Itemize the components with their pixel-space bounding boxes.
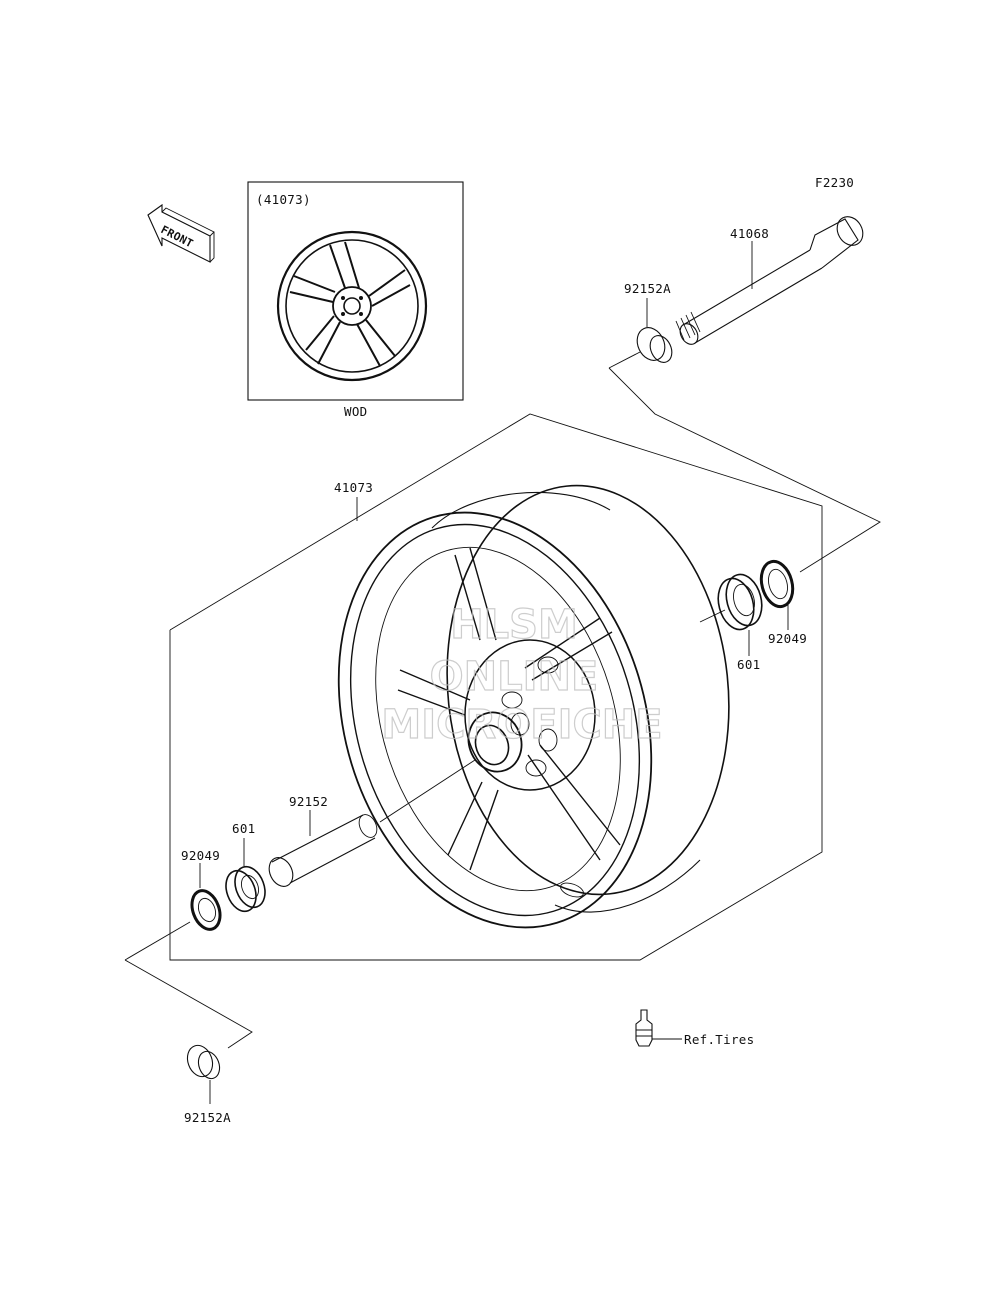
front-arrow-label: FRONT [159, 223, 196, 250]
bearing-left-part: 601 [225, 821, 266, 913]
assembly-outline [124, 351, 881, 1049]
axle-part: 41068 [675, 216, 864, 345]
collar-bottom-part: 92152A [184, 1044, 231, 1125]
seal-right-part: 92049 [759, 559, 807, 646]
bearing-right-label: 601 [737, 657, 760, 672]
front-arrow-icon: FRONT [147, 203, 215, 263]
spacer-label: 92152 [289, 794, 328, 809]
tire-valve-icon: Ref.Tires [635, 1009, 754, 1047]
main-wheel-part: 41073 [334, 480, 730, 929]
watermark-line-3: MICROFICHE [381, 702, 662, 748]
collar-bottom-label: 92152A [184, 1110, 231, 1125]
main-wheel-label: 41073 [334, 480, 373, 495]
collar-top-part: 92152A [624, 281, 673, 363]
inset-wheel-icon [276, 230, 428, 382]
seal-right-label: 92049 [768, 631, 807, 646]
seal-left-part: 92049 [181, 848, 222, 931]
bearing-left-label: 601 [232, 821, 255, 836]
watermark: HLSM ONLINE MICROFICHE [381, 601, 663, 748]
diagram-code: F2230 [815, 175, 854, 190]
watermark-line-1: HLSM [450, 602, 578, 648]
axle-label: 41068 [730, 226, 769, 241]
inset-caption: WOD [344, 404, 367, 419]
inset-panel: (41073) WOD [247, 181, 464, 419]
spacer-part: 92152 [268, 759, 476, 887]
watermark-line-2: ONLINE [430, 654, 599, 700]
seal-left-label: 92049 [181, 848, 220, 863]
collar-top-label: 92152A [624, 281, 671, 296]
inset-part-number: (41073) [256, 192, 311, 207]
tire-valve-label: Ref.Tires [684, 1032, 754, 1047]
bearing-right-part: 601 [699, 573, 763, 672]
